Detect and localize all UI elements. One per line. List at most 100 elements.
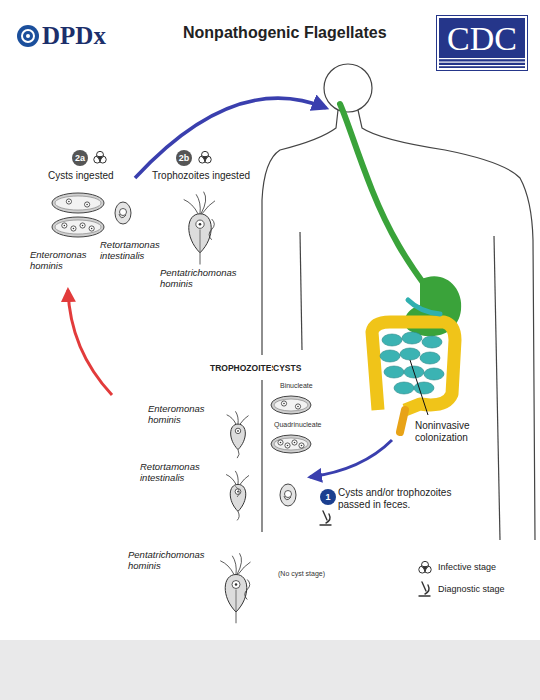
drawing-part [237,553,242,574]
drawing-part [494,236,500,540]
drawing-part [285,443,290,448]
infective-stage-icon [199,151,211,163]
drawing-part [52,193,104,213]
drawing-part [64,225,66,227]
drawing-part [71,226,76,231]
logo-text: DPDx [42,22,106,51]
drawing-part [281,401,286,406]
label-text: Enteromonas hominis [148,403,205,425]
callout-number: 2b [176,150,192,166]
pentatrichomonas-trophozoite [184,192,215,265]
small-intestine-loop [420,352,440,364]
label-text: Pentatrichomonas hominis [160,267,237,289]
drawing-part [68,290,112,395]
drawing-part [297,406,299,408]
drawing-part [235,489,241,495]
drawing-part [419,595,430,596]
drawing-part [237,511,239,520]
column-heading: TROPHOZOITES [210,364,277,374]
drawing-part [184,200,198,214]
annotation-label: Noninvasive colonization [415,420,483,443]
drawing-part [199,223,202,226]
stage-label: Trophozoites ingested [152,170,250,182]
diagnostic-stage-icon [419,582,430,596]
label-text: Retortamonas intestinalis [100,239,160,261]
drawing-part [237,491,239,493]
note-label: (No cyst stage) [278,570,325,578]
drawing-part [199,156,206,163]
small-intestine-loop [394,382,414,394]
cyst-type-label: Quadrinucleate [274,421,321,429]
drawing-part [135,98,326,178]
small-intestine-loop [402,332,422,344]
logo-stripe [439,58,525,59]
small-intestine-loop [382,334,402,346]
drawing-part [340,104,424,284]
label-text: Binucleate [280,382,313,389]
label-text: Pentatrichomonas hominis [128,549,205,571]
drawing-part [85,202,90,207]
drawing-part [227,411,249,458]
pentatrichomonas-trophozoite [220,553,250,623]
drawing-part [280,484,296,506]
drawing-part [295,404,300,409]
cyst-type-label: Binucleate [280,382,313,390]
retortamonas-cyst [280,484,296,506]
legend: Infective stageDiagnostic stage [416,558,505,602]
label-text: Cysts and/or trophozoites passed in fece… [338,487,451,510]
drawing-part [283,403,285,405]
drawing-part [55,196,101,210]
drawing-part [262,110,338,355]
drawing-part [320,524,331,525]
drawing-part [200,253,201,265]
drawing-part [66,199,71,204]
infective-stage-icon [94,151,106,163]
legend-symbol [416,580,434,598]
drawing-part [235,583,238,586]
label-text: Trophozoites ingested [152,170,250,181]
small-intestine-loop [384,366,404,378]
label-text: Quadrinucleate [274,421,321,428]
drawing-part [372,322,455,410]
drawing-part [274,438,308,450]
drawing-part [89,226,94,231]
digestive-tract [340,104,461,432]
drawing-part [323,511,327,520]
quadrinucleate-cyst [271,435,311,453]
label-text: 1 [325,492,330,502]
drawing-part [245,580,250,600]
drawing-part [184,192,215,265]
drawing-part [99,157,102,160]
drawing-part [119,214,126,218]
drawing-part [237,430,239,432]
cdc-logo-box: CDC [437,16,527,70]
drawing-part [55,220,101,234]
label-text: Noninvasive colonization [415,420,469,443]
drawing-part [358,110,535,540]
drawing-part [225,575,247,613]
stage-label: Cysts ingested [48,170,114,182]
drawing-part [419,566,426,573]
drawing-part [235,486,239,497]
drawing-part [278,440,283,445]
drawing-part [26,34,30,38]
species-label: Retortamonas intestinalis [100,240,172,262]
species-label: Enteromonas hominis [30,250,94,272]
label-text: Cysts ingested [48,170,114,181]
drawing-part [86,204,88,206]
binucleate-cyst [271,396,311,414]
drawing-part [227,415,236,424]
drawing-part [271,435,311,453]
drawing-part [300,232,302,350]
drawing-part [301,445,303,447]
logo-stripe [439,65,525,66]
enteromonas-cyst [52,193,104,213]
label-text: CYSTS [273,363,301,373]
small-intestine-loop [380,350,400,362]
drawing-part [284,496,291,500]
drawing-part [240,416,249,425]
drawing-part [115,202,131,224]
drawing-part [68,201,70,203]
drawing-part [235,471,238,485]
